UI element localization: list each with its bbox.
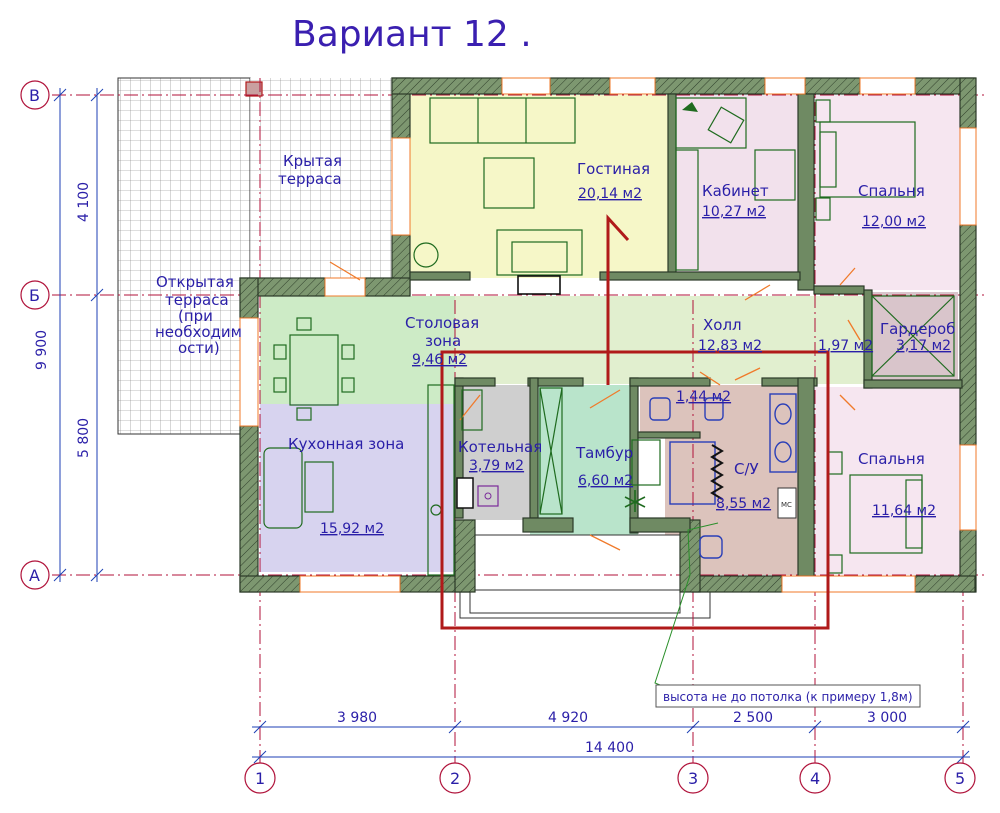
page-title: Вариант 12 . bbox=[292, 14, 532, 55]
vestibule-furniture bbox=[539, 387, 661, 515]
kitchen-zone bbox=[260, 404, 455, 572]
living-room-area: 20,14 м2 bbox=[578, 186, 642, 202]
porch-floor bbox=[469, 534, 681, 614]
bathroom-area: 8,55 м2 bbox=[716, 496, 771, 512]
kitchen-zone-area: 15,92 м2 bbox=[320, 521, 384, 537]
wardrobe-name: Гардероб bbox=[880, 320, 955, 338]
axis-marker-4 bbox=[799, 762, 831, 794]
axis-label-a: А bbox=[29, 566, 40, 585]
dim-horizontal-total: 14 400 bbox=[585, 740, 634, 756]
porch-step bbox=[459, 589, 711, 619]
axis-marker-3 bbox=[677, 762, 709, 794]
dining-zone-name-1: Столовая bbox=[405, 314, 479, 332]
open-terrace-line-5: ости) bbox=[178, 339, 220, 357]
axis-label-v: В bbox=[29, 86, 40, 105]
boiler-room-name: Котельная bbox=[458, 438, 542, 456]
axis-marker-v bbox=[20, 80, 50, 110]
dim-vertical-total: 9 900 bbox=[34, 330, 50, 370]
office-room-area: 10,27 м2 bbox=[702, 204, 766, 220]
dining-zone bbox=[260, 296, 455, 404]
axis-marker-a bbox=[20, 560, 50, 590]
dim-horizontal-3: 2 500 bbox=[733, 710, 773, 726]
highlight-frame bbox=[440, 350, 830, 630]
hall-name: Холл bbox=[703, 316, 742, 334]
axis-label-1: 1 bbox=[255, 769, 265, 788]
vestibule-name: Тамбур bbox=[575, 444, 633, 462]
wc-small-area: 1,44 м2 bbox=[676, 389, 731, 405]
hall-area: 12,83 м2 bbox=[698, 338, 762, 354]
vertical-dimensions: 9 900 4 100 5 800 bbox=[34, 88, 104, 582]
boiler-furniture bbox=[461, 389, 499, 507]
open-terrace-floor bbox=[117, 77, 251, 435]
wardrobe-area: 3,17 м2 bbox=[896, 338, 951, 354]
vestibule-area: 6,60 м2 bbox=[578, 473, 633, 489]
hall-zone bbox=[455, 296, 865, 384]
bathroom-furniture: МС bbox=[649, 393, 797, 559]
open-terrace-line-4: необходим bbox=[155, 323, 242, 341]
column-axis-markers: 1 2 3 4 5 bbox=[244, 762, 976, 794]
windows bbox=[239, 77, 977, 593]
hall-small-area: 1,97 м2 bbox=[818, 338, 873, 354]
bedroom-1-room bbox=[814, 95, 960, 290]
kitchen-zone-name: Кухонная зона bbox=[288, 435, 404, 453]
red-pointer bbox=[606, 214, 630, 385]
office-room-name: Кабинет bbox=[702, 182, 769, 200]
kitchen-furniture bbox=[263, 384, 474, 576]
axis-marker-2 bbox=[439, 762, 471, 794]
dim-horizontal-1: 3 980 bbox=[337, 710, 377, 726]
bedroom-1-furniture bbox=[815, 99, 916, 221]
note-text: высота не до потолка (к примеру 1,8м) bbox=[663, 690, 913, 704]
dim-vertical-lower: 5 800 bbox=[76, 418, 92, 458]
bedroom-2-room bbox=[814, 387, 960, 575]
covered-terrace-name-2: терраса bbox=[278, 170, 342, 188]
dining-zone-name-2: зона bbox=[425, 332, 461, 350]
plant-icon bbox=[413, 242, 439, 268]
living-furniture bbox=[413, 97, 583, 295]
note-leader bbox=[654, 522, 719, 686]
covered-terrace-floor bbox=[250, 78, 402, 296]
axis-label-4: 4 bbox=[810, 769, 820, 788]
terrace-post bbox=[245, 81, 263, 97]
walls bbox=[239, 77, 977, 593]
bedroom-1-name: Спальня bbox=[858, 182, 925, 200]
horizontal-dimensions: 3 980 4 920 2 500 3 000 14 400 bbox=[252, 710, 970, 764]
open-terrace-line-2: терраса bbox=[165, 291, 229, 309]
row-axis-markers: В Б А bbox=[20, 80, 50, 590]
office-furniture bbox=[675, 97, 796, 271]
bedroom-2-area: 11,64 м2 bbox=[872, 503, 936, 519]
note-box bbox=[655, 684, 921, 708]
open-terrace-line-1: Открытая bbox=[156, 273, 234, 291]
appliance-label: МС bbox=[781, 501, 792, 509]
bedroom-1-area: 12,00 м2 bbox=[862, 214, 926, 230]
vestibule-room bbox=[530, 385, 638, 535]
axis-label-b: Б bbox=[29, 286, 40, 305]
living-room bbox=[410, 95, 668, 278]
covered-terrace-name-1: Крытая bbox=[283, 152, 342, 170]
axis-marker-5 bbox=[944, 762, 976, 794]
doors bbox=[329, 261, 861, 551]
bedroom-2-name: Спальня bbox=[858, 450, 925, 468]
axis-label-5: 5 bbox=[955, 769, 965, 788]
living-room-name: Гостиная bbox=[577, 160, 650, 178]
axis-marker-b bbox=[20, 280, 50, 310]
axis-label-3: 3 bbox=[688, 769, 698, 788]
dining-furniture bbox=[273, 317, 355, 421]
dim-horizontal-2: 4 920 bbox=[548, 710, 588, 726]
axis-marker-1 bbox=[244, 762, 276, 794]
dim-horizontal-4: 3 000 bbox=[867, 710, 907, 726]
axis-label-2: 2 bbox=[450, 769, 460, 788]
dining-zone-area: 9,46 м2 bbox=[412, 352, 467, 368]
open-terrace-line-3: (при bbox=[178, 307, 213, 325]
office-room bbox=[668, 95, 798, 278]
bathroom-name: С/У bbox=[734, 460, 759, 478]
dim-vertical-upper: 4 100 bbox=[76, 182, 92, 222]
boiler-room-area: 3,79 м2 bbox=[469, 458, 524, 474]
